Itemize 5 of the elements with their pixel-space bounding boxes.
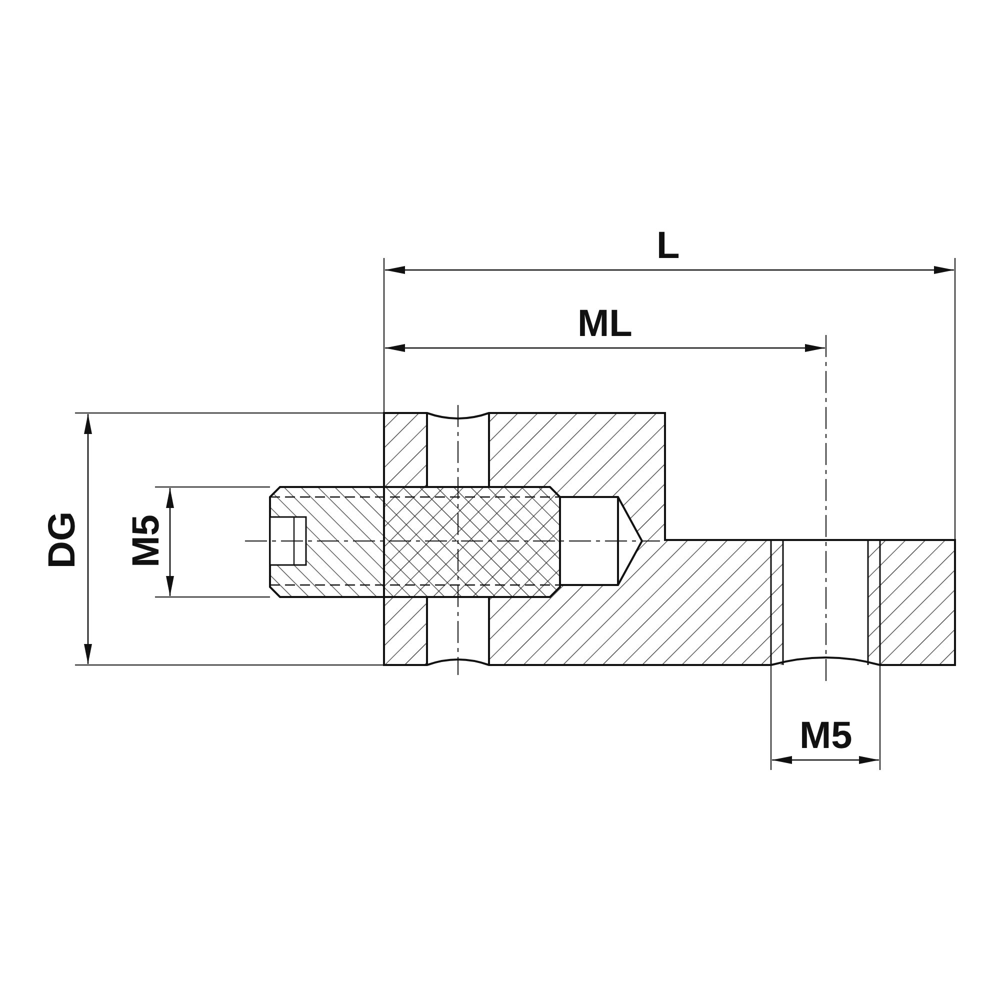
dimension-label: DG — [43, 512, 81, 568]
dimension-label: L — [656, 227, 680, 265]
dimension-label: ML — [578, 305, 632, 343]
dimension-label: M5 — [800, 717, 852, 755]
dimension-label: M5 — [126, 514, 165, 568]
